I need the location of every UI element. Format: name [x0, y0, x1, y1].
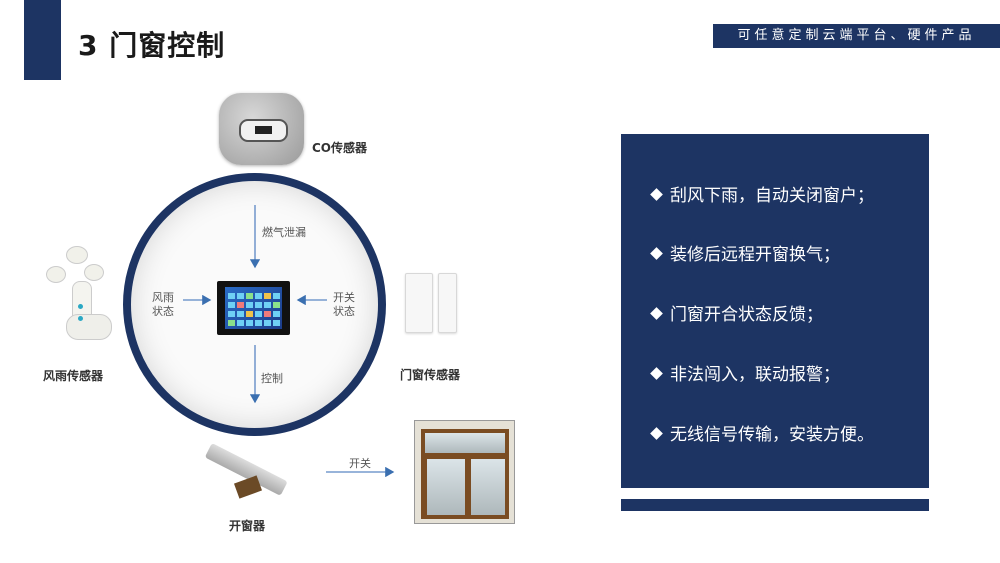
panel-footer-bar [621, 499, 929, 511]
wind-rain-sensor-label: 风雨传感器 [43, 369, 104, 383]
feature-item: 非法闯入，联动报警； [650, 360, 840, 385]
diamond-bullet-icon [650, 246, 663, 260]
door-window-sensor-image [405, 273, 457, 333]
co-sensor-image [219, 93, 304, 165]
door-window-sensor-label: 门窗传感器 [400, 368, 461, 382]
slide-title: 3 门窗控制 [78, 29, 226, 62]
co-sensor-label: CO传感器 [312, 141, 368, 155]
diamond-bullet-icon [650, 306, 663, 320]
feature-item: 装修后远程开窗换气； [650, 240, 840, 265]
wind-rain-status-label: 风雨状态 [152, 291, 174, 318]
feature-item: 无线信号传输，安装方便。 [650, 420, 874, 445]
window-photo [414, 420, 515, 524]
diamond-bullet-icon [650, 366, 663, 380]
co-sensor-display [239, 119, 288, 142]
diamond-bullet-icon [650, 187, 663, 201]
tagline-banner: 可任意定制云端平台、硬件产品 [713, 24, 1000, 48]
title-accent-bar [24, 0, 61, 80]
feature-item: 刮风下雨，自动关闭窗户； [650, 181, 874, 206]
diamond-bullet-icon [650, 426, 663, 440]
gas-leak-label: 燃气泄漏 [262, 226, 306, 239]
window-opener-label: 开窗器 [229, 519, 266, 533]
control-panel-image [217, 281, 290, 335]
open-close-label: 开关 [349, 457, 371, 470]
feature-panel: 刮风下雨，自动关闭窗户； 装修后远程开窗换气； 门窗开合状态反馈； 非法闯入，联… [621, 134, 929, 488]
control-panel-screen [225, 287, 282, 329]
control-label: 控制 [261, 372, 283, 385]
open-close-status-label: 开关状态 [333, 291, 355, 318]
wind-rain-sensor-image [46, 246, 114, 346]
feature-item: 门窗开合状态反馈； [650, 300, 823, 325]
